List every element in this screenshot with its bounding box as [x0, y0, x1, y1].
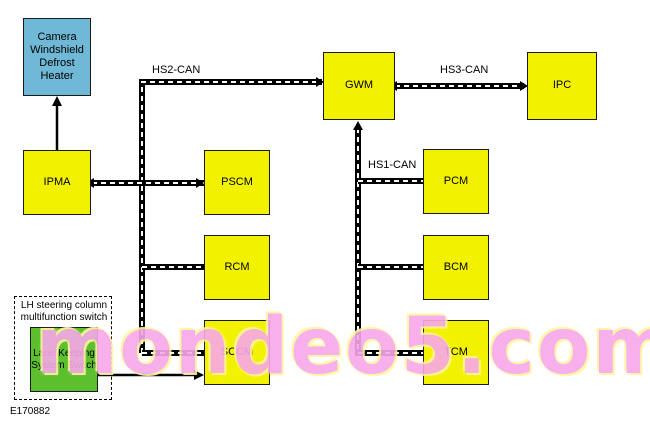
- arrow-pscm: [196, 178, 204, 188]
- sccm-box: SCCM: [204, 320, 270, 385]
- arrow-gwm-hs2: [316, 77, 324, 87]
- arrow-ipc: [520, 81, 528, 91]
- arrow-gwm-hs1: [353, 121, 363, 130]
- steering-column-group: [14, 296, 112, 400]
- bcm-box: BCM: [423, 235, 489, 300]
- ipc-box: IPC: [527, 52, 597, 120]
- hs3-can-bus: [389, 81, 528, 91]
- tcm-box: TCM: [423, 320, 489, 385]
- figure-id: E170882: [10, 406, 51, 417]
- gwm-box: GWM: [323, 52, 395, 120]
- rcm-box: RCM: [204, 235, 270, 300]
- hs2-can-label: HS2-CAN: [152, 64, 201, 76]
- lane-keeping-switch-box: Lane Keeping System Switch: [30, 327, 98, 392]
- ipma-box: IPMA: [23, 150, 91, 215]
- steering-column-label: LH steering column multifunction switch: [20, 300, 108, 323]
- pscm-box: PSCM: [204, 150, 270, 215]
- hs3-can-label: HS3-CAN: [440, 64, 489, 76]
- pcm-box: PCM: [423, 149, 489, 214]
- camera-defrost-heater-box: Camera Windshield Defrost Heater: [23, 18, 91, 96]
- hs1-can-label: HS1-CAN: [368, 159, 417, 171]
- hs2-can-bus: [86, 77, 324, 356]
- hs1-can-bus: [353, 121, 423, 356]
- arrow-camera: [52, 96, 62, 106]
- arrow-sccm: [194, 370, 204, 380]
